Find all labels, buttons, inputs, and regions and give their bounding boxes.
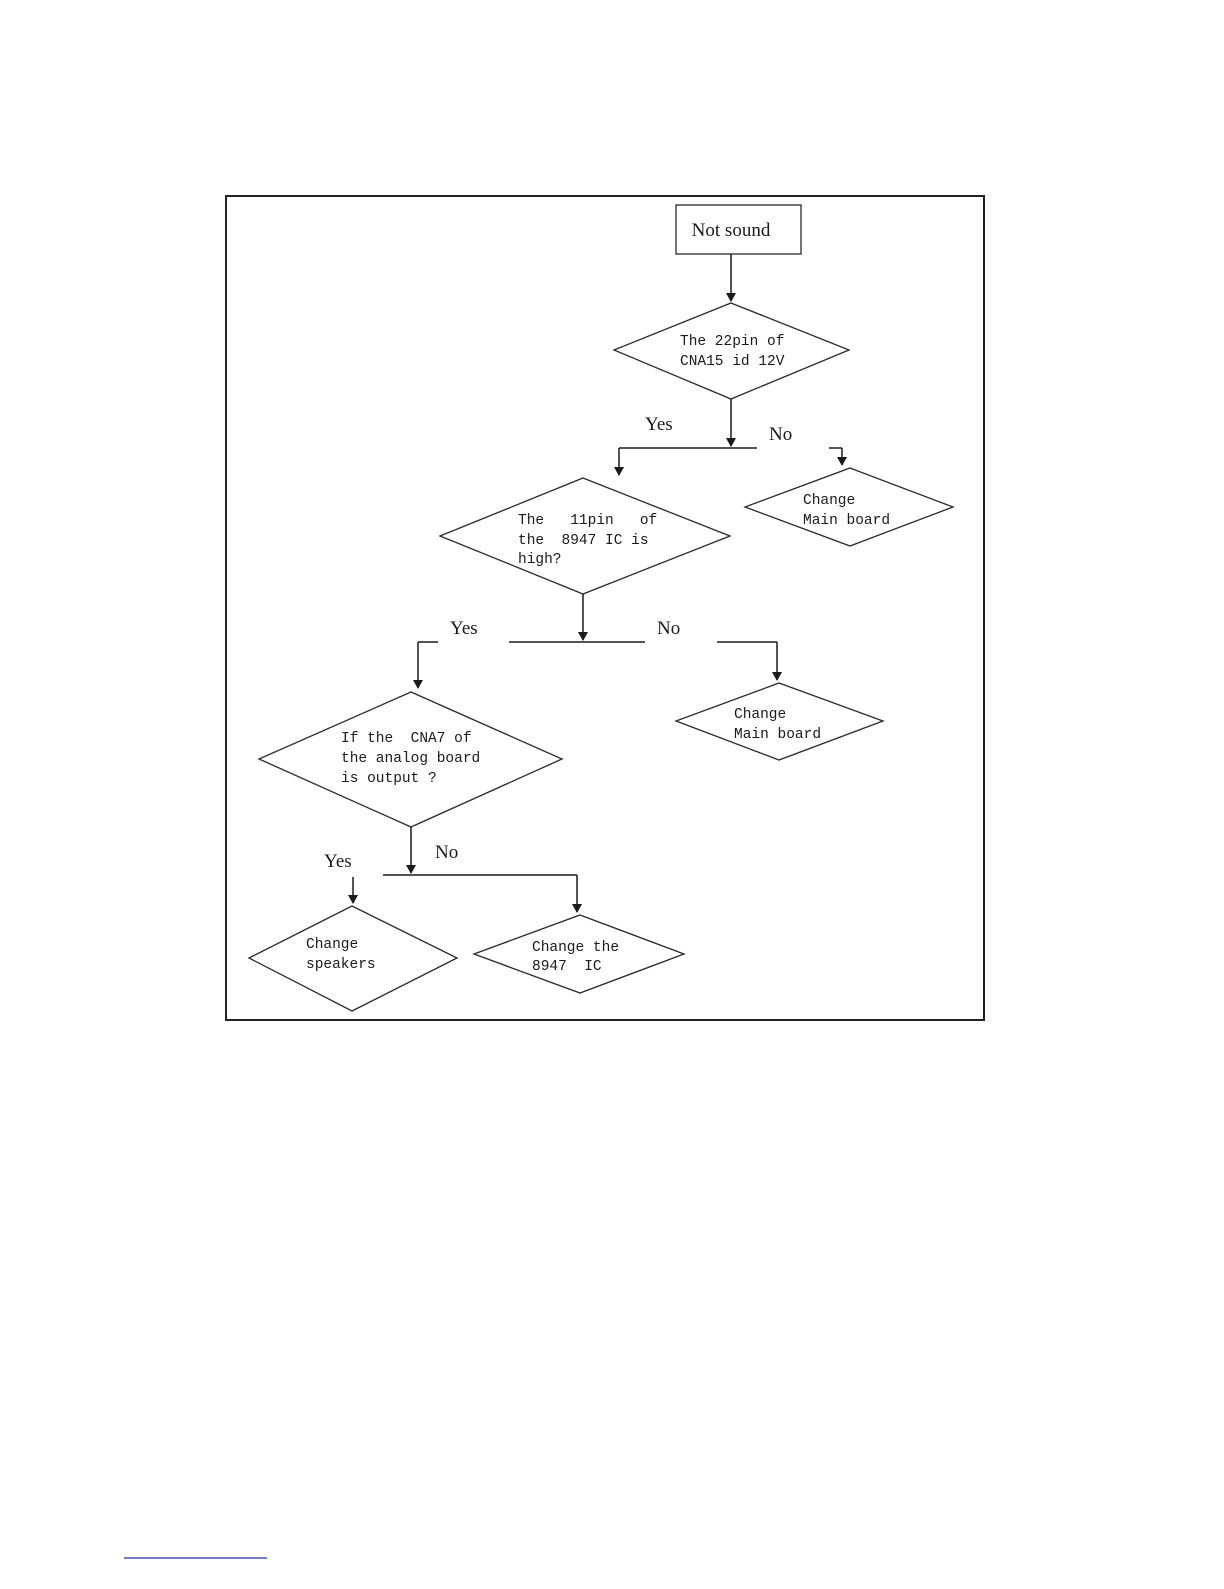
action-q2-no-line: Change <box>734 707 786 723</box>
q2-no-label: No <box>657 618 680 639</box>
decision-q1-line: The 22pin of <box>680 334 784 350</box>
decision-q2-line: high? <box>518 552 562 568</box>
q1-yes-label: Yes <box>645 414 673 435</box>
action-q3-yes-line: Change <box>306 937 358 953</box>
action-q1-no-line: Change <box>803 493 855 509</box>
action-q3-yes-line: speakers <box>306 957 376 973</box>
q3-yes-label: Yes <box>324 851 352 872</box>
start-label: Not sound <box>692 220 771 241</box>
decision-q1-diamond <box>614 303 849 399</box>
q1-no-label: No <box>769 424 792 445</box>
decision-q2-line: the 8947 IC is <box>518 533 649 549</box>
action-q1-no-line: Main board <box>803 513 890 529</box>
q2-yes-label: Yes <box>450 618 478 639</box>
decision-q3-line: If the CNA7 of <box>341 731 472 747</box>
q3-no-label: No <box>435 842 458 863</box>
action-q2-no-line: Main board <box>734 727 821 743</box>
action-q3-no-line: 8947 IC <box>532 959 602 975</box>
decision-q3-line: the analog board <box>341 751 480 767</box>
diagram-frame <box>226 196 984 1020</box>
action-q3-no-line: Change the <box>532 940 619 956</box>
decision-q3-line: is output ? <box>341 771 437 787</box>
decision-q2-line: The 11pin of <box>518 513 657 529</box>
decision-q1-line: CNA15 id 12V <box>680 354 785 370</box>
